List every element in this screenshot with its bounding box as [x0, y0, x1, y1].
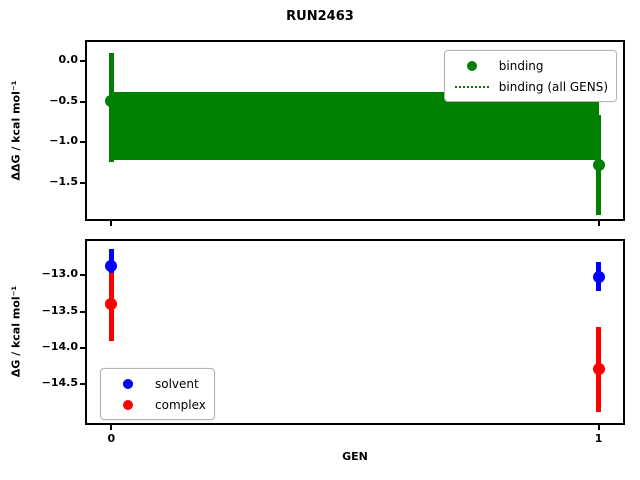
- legend-item: solvent: [109, 374, 206, 393]
- data-point-binding: [592, 158, 605, 171]
- plot-frame: [85, 239, 625, 425]
- y-tick-label: 0.0: [58, 53, 79, 67]
- y-tick-mark: [80, 181, 85, 184]
- confidence-band: [111, 92, 599, 160]
- legend-item-label: binding (all GENS): [498, 79, 608, 94]
- y-tick-label: −0.5: [49, 93, 78, 107]
- dotted-line-icon: [454, 85, 489, 88]
- figure-title: RUN2463: [286, 9, 354, 24]
- y-tick-label: −13.5: [41, 303, 78, 317]
- x-tick-mark: [110, 221, 113, 226]
- error-bar-binding: [108, 52, 114, 162]
- legend-item: complex: [109, 395, 206, 414]
- x-tick-label: 1: [594, 432, 603, 445]
- y-tick-label: −1.0: [49, 134, 78, 148]
- legend: binding binding (all GENS): [443, 50, 617, 102]
- y-tick-label: −14.5: [41, 376, 78, 390]
- circle-marker-icon: [123, 378, 133, 389]
- y-tick-label: −13.0: [41, 267, 78, 281]
- y-axis-label-top: ΔΔG / kcal mol⁻¹: [9, 80, 23, 181]
- y-tick-mark: [80, 141, 85, 144]
- y-tick-mark: [80, 100, 85, 103]
- plot-frame: [85, 40, 625, 221]
- x-tick-label: 0: [107, 432, 116, 445]
- legend-item-label: binding: [498, 58, 544, 73]
- x-tick-mark: [597, 425, 600, 430]
- legend-marker: [109, 399, 147, 410]
- legend-marker: [453, 60, 491, 71]
- data-point-complex: [105, 298, 118, 311]
- y-tick-mark: [80, 310, 85, 313]
- legend-marker: [453, 85, 491, 88]
- data-point-solvent: [105, 260, 118, 273]
- y-tick-mark: [80, 383, 85, 386]
- data-point-binding: [105, 95, 118, 107]
- legend-item-label: complex: [155, 397, 206, 412]
- legend: solvent complex: [100, 368, 215, 420]
- circle-marker-icon: [466, 60, 477, 71]
- circle-marker-icon: [123, 399, 133, 410]
- y-tick-mark: [80, 60, 85, 63]
- y-tick-mark: [80, 347, 85, 350]
- y-tick-label: −1.5: [49, 174, 78, 188]
- y-axis-label-bottom: ΔG / kcal mol⁻¹: [9, 285, 23, 378]
- legend-item-label: solvent: [155, 376, 199, 391]
- data-point-solvent: [592, 271, 605, 284]
- x-tick-mark: [597, 221, 600, 226]
- data-point-complex: [592, 363, 605, 376]
- legend-marker: [109, 378, 147, 389]
- y-tick-label: −14.0: [41, 340, 78, 354]
- x-tick-mark: [110, 425, 113, 430]
- x-axis-label: GEN: [342, 450, 368, 463]
- legend-item: binding: [453, 56, 608, 75]
- y-tick-mark: [80, 274, 85, 277]
- legend-item: binding (all GENS): [453, 77, 608, 96]
